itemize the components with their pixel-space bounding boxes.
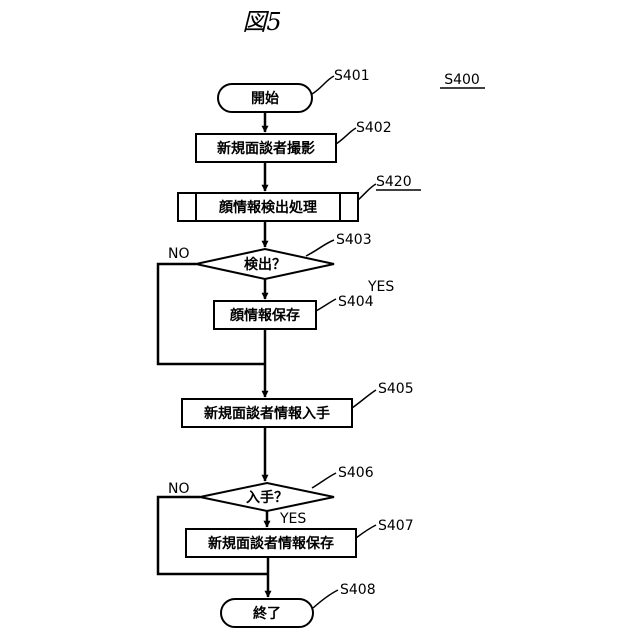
step-leader-s404 [316,299,336,311]
step-label-s406: S406 [338,465,374,481]
step-label-s420: S420 [376,174,412,190]
step-label-s404: S404 [338,294,374,310]
step-label-s403: S403 [336,232,372,248]
step-leader-s403 [306,240,334,256]
acquire-decision-text: 入手？ [246,489,288,506]
decision-yes-label: YES [367,279,394,295]
decision-no-label: NO [168,481,190,497]
step-label-s408: S408 [340,582,376,598]
step-leader-s406 [312,473,336,488]
step-leader-s405 [352,390,376,408]
start-terminal-text: 開始 [251,90,279,107]
save-info-text: 新規面談者情報保存 [208,535,334,552]
face-process-text: 顔情報検出処理 [218,199,317,216]
step-leader-s407 [356,525,376,538]
acquire-info-text: 新規面談者情報入手 [204,405,330,422]
step-leader-s408 [313,590,338,608]
detect-decision-text: 検出？ [244,256,286,273]
capture-process-text: 新規面談者撮影 [217,140,315,157]
end-terminal-text: 終了 [253,605,281,622]
figure-title: 図5 [242,8,281,36]
step-leader-s401 [312,76,334,94]
decision-no-label: NO [168,246,190,262]
step-label-s401: S401 [334,68,370,84]
save-face-text: 顔情報保存 [229,307,300,324]
decision-yes-label: YES [279,511,306,527]
step-label-s402: S402 [356,120,392,136]
step-label-s405: S405 [378,381,414,397]
process-id-label: S400 [444,72,480,88]
step-leader-s402 [336,128,356,144]
step-leader-s420 [358,184,376,200]
step-label-s407: S407 [378,518,414,534]
